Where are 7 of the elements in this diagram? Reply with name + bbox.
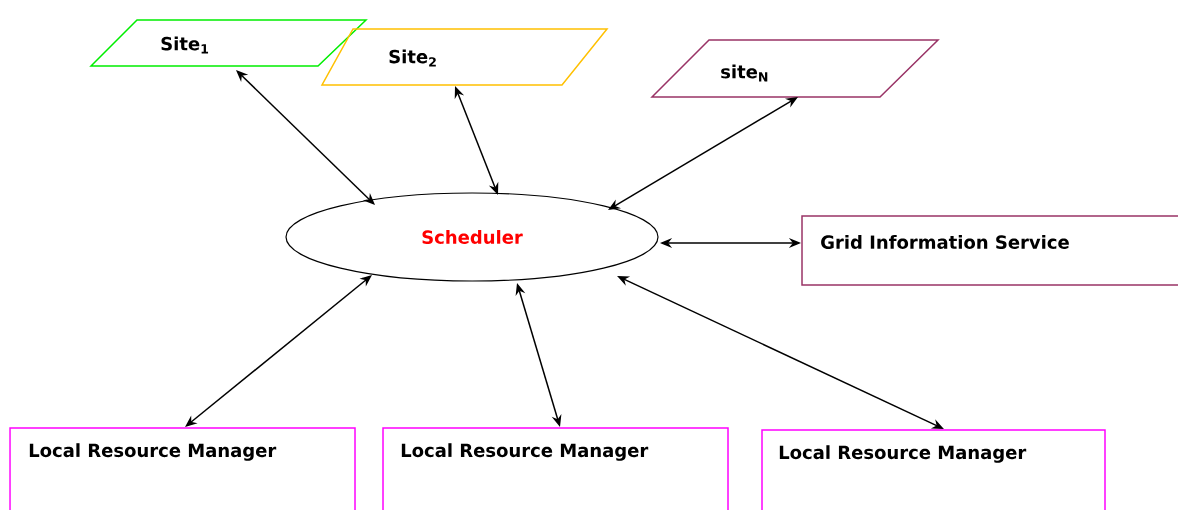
arrow	[608, 97, 798, 210]
arrow	[185, 275, 372, 427]
arrow	[236, 70, 375, 205]
process-box: Local Resource Manager	[761, 429, 1106, 510]
process-box: Grid Information Service	[801, 215, 1178, 286]
process-box: Local Resource Manager	[9, 427, 356, 510]
process-box: Local Resource Manager	[382, 427, 729, 510]
